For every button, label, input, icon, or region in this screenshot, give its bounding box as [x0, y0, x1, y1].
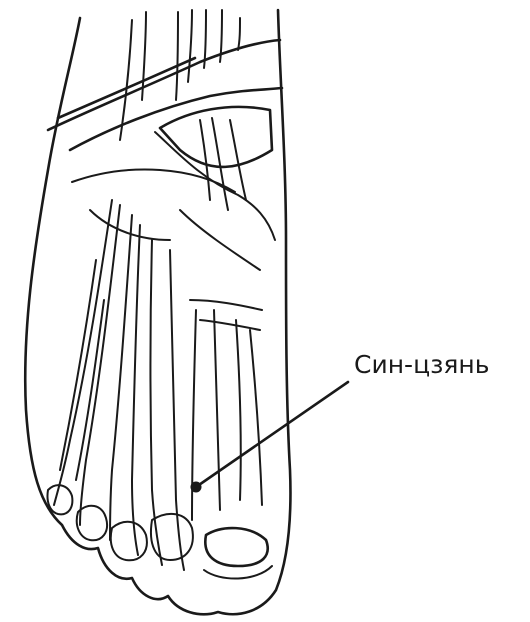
hallux-tendon-4: [250, 330, 262, 505]
tendon-10: [230, 120, 246, 200]
retinaculum-cross-fold: [155, 132, 275, 240]
acupoint-label: Син-цзянь: [354, 352, 490, 377]
tendon-7: [238, 18, 240, 50]
midfoot-line-4: [200, 320, 260, 330]
tendon-9: [212, 118, 228, 210]
midfoot-line-2: [180, 210, 260, 270]
tendon-8: [200, 120, 210, 200]
tendon-5: [204, 10, 206, 68]
dorsal-tendon-4: [132, 225, 140, 555]
toe-3: [111, 522, 147, 560]
dorsal-tendon-6: [170, 250, 184, 570]
tendon-6: [220, 10, 222, 62]
tendon-4: [188, 10, 192, 82]
midfoot-line-3: [190, 300, 262, 310]
hallux-tendon-2: [214, 310, 220, 510]
foot-outline: [25, 10, 290, 614]
retinaculum-upper: [48, 40, 280, 130]
hallux-tendon-3: [236, 320, 241, 500]
tendon-3: [176, 12, 178, 100]
hallux-tip: [204, 566, 272, 579]
hallux-nail: [205, 528, 267, 566]
retinaculum-lower-band: [72, 170, 235, 193]
label-leader-line: [196, 382, 348, 487]
toe-5: [47, 485, 72, 514]
